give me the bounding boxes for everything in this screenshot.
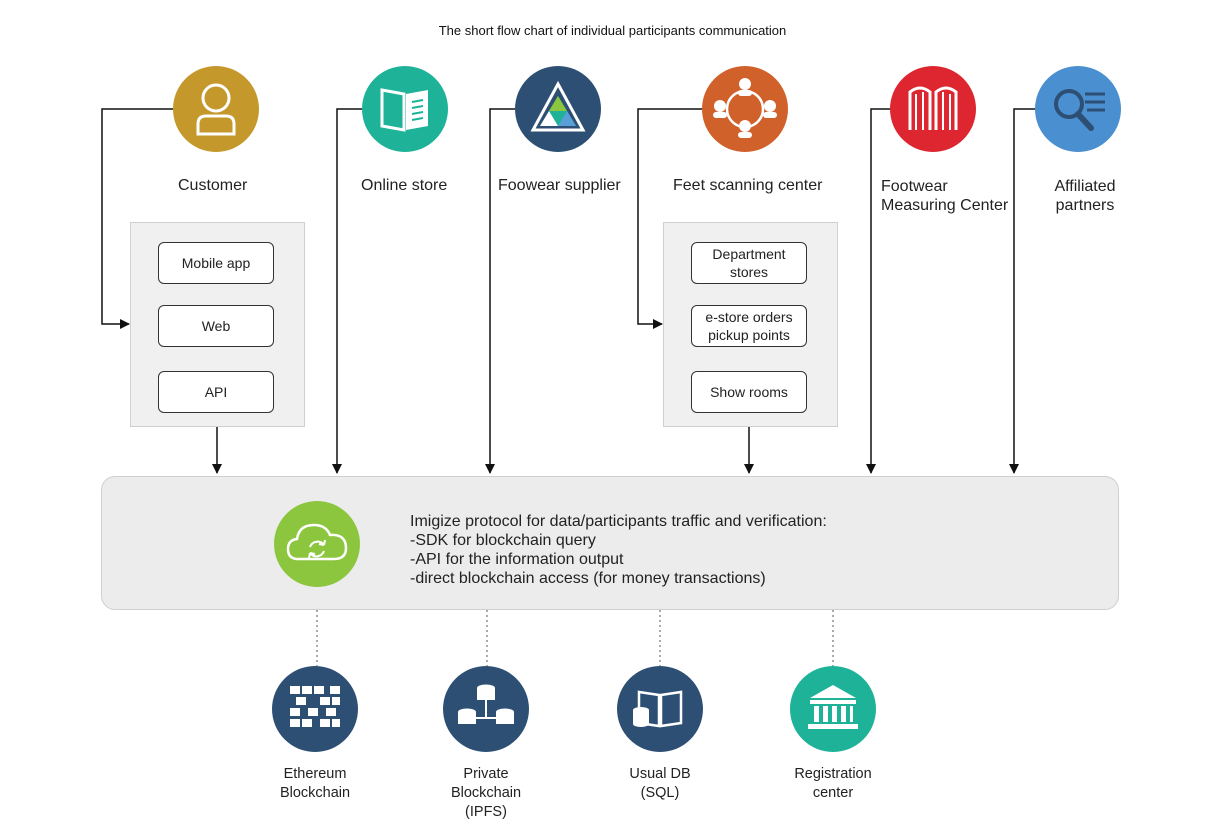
supplier-label: Foowear supplier: [498, 177, 621, 194]
customer-label: Customer: [178, 177, 248, 194]
person-icon: [173, 66, 259, 152]
registration-circle: [790, 666, 876, 752]
ethereum-circle: [272, 666, 358, 752]
book-icon: [362, 66, 448, 152]
database-network-icon: [443, 666, 529, 752]
scanning-circle: [702, 66, 788, 152]
triangle-mosaic-icon: [515, 66, 601, 152]
wire-supplier-to-protocol: [485, 108, 515, 474]
private-blockchain-circle: [443, 666, 529, 752]
wire-online-store-to-protocol: [332, 108, 362, 474]
private-blockchain-label: Private Blockchain (IPFS): [450, 766, 522, 820]
measuring-label: Footwear Measuring Center: [881, 178, 1009, 214]
diagram-title: The short flow chart of individual parti…: [438, 23, 787, 38]
channel-show-rooms: Show rooms: [691, 371, 807, 413]
wire-partners-to-protocol: [1009, 108, 1035, 474]
cloud-sync-icon: [274, 501, 360, 587]
supplier-circle: [515, 66, 601, 152]
online-store-circle: [362, 66, 448, 152]
wire-measuring-to-protocol: [866, 108, 890, 474]
channel-api: API: [158, 371, 274, 413]
registration-label: Registration center: [794, 766, 872, 801]
channel-web: Web: [158, 305, 274, 347]
gate-icon: [890, 66, 976, 152]
protocol-heading: Imigize protocol for data/participants t…: [410, 513, 827, 530]
magnifier-list-icon: [1035, 66, 1121, 152]
protocol-line-api: -API for the information output: [410, 551, 624, 568]
online-store-label: Online store: [361, 177, 448, 194]
database-book-icon: [617, 666, 703, 752]
protocol-block: [101, 476, 1119, 610]
protocol-line-direct: -direct blockchain access (for money tra…: [410, 570, 766, 587]
scanning-label: Feet scanning center: [673, 177, 823, 194]
channel-department-stores: Department stores: [691, 242, 807, 284]
institution-icon: [790, 666, 876, 752]
protocol-line-sdk: -SDK for blockchain query: [410, 532, 596, 549]
network-people-icon: [702, 66, 788, 152]
partners-circle: [1035, 66, 1121, 152]
customer-circle: [173, 66, 259, 152]
partners-label: Affiliated partners: [1054, 178, 1116, 214]
usual-db-circle: [617, 666, 703, 752]
protocol-circle: [274, 501, 360, 587]
measuring-circle: [890, 66, 976, 152]
usual-db-label: Usual DB (SQL): [629, 766, 691, 801]
ethereum-label: Ethereum Blockchain: [279, 766, 351, 801]
protocol-description: Imigize protocol for data/participants t…: [410, 512, 827, 588]
channel-pickup-points: e-store orders pickup points: [691, 305, 807, 347]
channel-mobile-app: Mobile app: [158, 242, 274, 284]
blocks-icon: [272, 666, 358, 752]
